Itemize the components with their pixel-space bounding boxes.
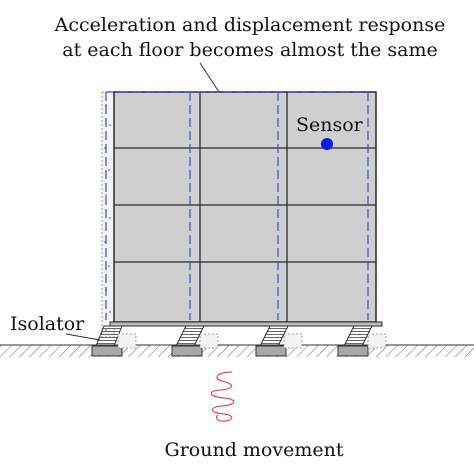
base-slab bbox=[109, 321, 383, 327]
annotation-line-1: Acceleration and displacement response bbox=[54, 14, 446, 36]
displaced-outline bbox=[105, 91, 369, 320]
isolator-dotted-block-1 bbox=[117, 333, 137, 349]
isolator-dotted-block-3 bbox=[283, 333, 303, 349]
isolator-bearing-3 bbox=[259, 325, 289, 347]
isolator-dotted-block-4 bbox=[367, 333, 387, 349]
isolator-base-4 bbox=[337, 345, 369, 357]
isolator-bearing-2 bbox=[175, 325, 205, 347]
isolator-bearing-4 bbox=[343, 325, 373, 347]
left-wall-strip bbox=[101, 91, 115, 338]
isolator-label: Isolator bbox=[10, 313, 85, 335]
isolator-dotted-block-2 bbox=[199, 333, 219, 349]
sensor-label: Sensor bbox=[296, 114, 364, 136]
building-body bbox=[113, 91, 377, 323]
isolator-base-2 bbox=[171, 345, 203, 357]
isolator-base-1 bbox=[91, 345, 123, 357]
isolator-group bbox=[91, 325, 387, 357]
building bbox=[109, 91, 383, 327]
ground-hatching bbox=[0, 345, 474, 357]
annotation-line-2: at each floor becomes almost the same bbox=[62, 39, 437, 61]
ground-movement-wave bbox=[210, 371, 234, 422]
isolator-leader-line bbox=[65, 333, 101, 341]
sensor-dot bbox=[321, 138, 333, 150]
isolator-base-3 bbox=[255, 345, 287, 357]
ground-movement-label: Ground movement bbox=[165, 439, 344, 461]
